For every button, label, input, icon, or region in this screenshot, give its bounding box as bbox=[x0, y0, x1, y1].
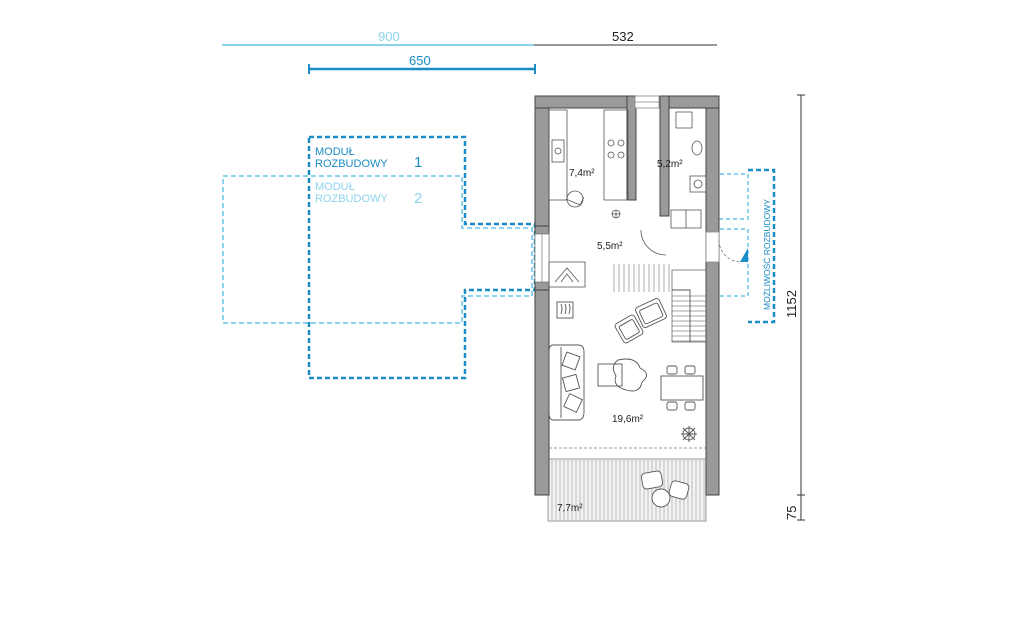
washbasin-icon bbox=[689, 175, 707, 193]
windows bbox=[534, 95, 720, 283]
walls bbox=[534, 95, 720, 496]
module-1-title-line1: MODUŁ bbox=[315, 146, 355, 158]
terrace: 7,7m² bbox=[547, 458, 707, 522]
module-2-title-line1: MODUŁ bbox=[315, 181, 355, 193]
toilet-icon bbox=[691, 140, 703, 156]
expansion-module-2: MODUŁ ROZBUDOWY 2 bbox=[222, 175, 533, 324]
entrance-door-swing bbox=[718, 239, 742, 263]
side-expansion: MOŻLIWOŚĆ ROZBUDOWY bbox=[706, 168, 776, 324]
coffee-table-icon bbox=[597, 363, 623, 387]
kitchen bbox=[548, 109, 629, 219]
living-room-area-label: 19,6m² bbox=[612, 414, 644, 425]
terrace-depth-label: 75 bbox=[784, 506, 799, 520]
terrace-area-label: 7,7m² bbox=[557, 503, 583, 514]
terrace-table-icon bbox=[651, 488, 671, 508]
module-1-width-label: 650 bbox=[409, 53, 431, 68]
module-2-width-label: 900 bbox=[378, 29, 400, 44]
bathroom bbox=[640, 111, 707, 256]
module-2-title-line2: ROZBUDOWY bbox=[315, 193, 388, 205]
house-length-label: 1152 bbox=[784, 290, 799, 318]
kitchen-area-label: 7,4m² bbox=[569, 168, 595, 179]
rug-icon bbox=[613, 358, 647, 392]
armchair-icon bbox=[635, 298, 667, 328]
bathroom-door-swing bbox=[640, 229, 667, 256]
living-room-furniture bbox=[548, 298, 706, 449]
fireplace-icon bbox=[556, 301, 574, 319]
module-1-number: 1 bbox=[414, 154, 422, 171]
stove-icon bbox=[607, 139, 615, 147]
module-2-number: 2 bbox=[414, 190, 422, 207]
sink-icon bbox=[551, 139, 565, 163]
right-dimension-lines: 1152 75 bbox=[784, 94, 805, 521]
terrace-furniture bbox=[640, 470, 690, 508]
top-dimension-lines: 900 532 650 bbox=[222, 29, 717, 74]
hall-area-label: 5,5m² bbox=[597, 241, 623, 252]
expansion-arrow-icon bbox=[740, 248, 748, 262]
dining-table-icon bbox=[660, 375, 704, 401]
hall-wardrobe bbox=[548, 261, 586, 288]
bathroom-area-label: 5,2m² bbox=[657, 159, 683, 170]
module-1-title-line2: ROZBUDOWY bbox=[315, 158, 388, 170]
terrace-chair-icon bbox=[640, 470, 664, 490]
side-expansion-label: MOŻLIWOŚĆ ROZBUDOWY bbox=[761, 199, 772, 310]
expansion-module-1: MODUŁ ROZBUDOWY 1 bbox=[307, 135, 537, 380]
stairs bbox=[613, 264, 707, 343]
sofa-icon bbox=[548, 344, 585, 421]
house-width-label: 532 bbox=[612, 29, 634, 44]
